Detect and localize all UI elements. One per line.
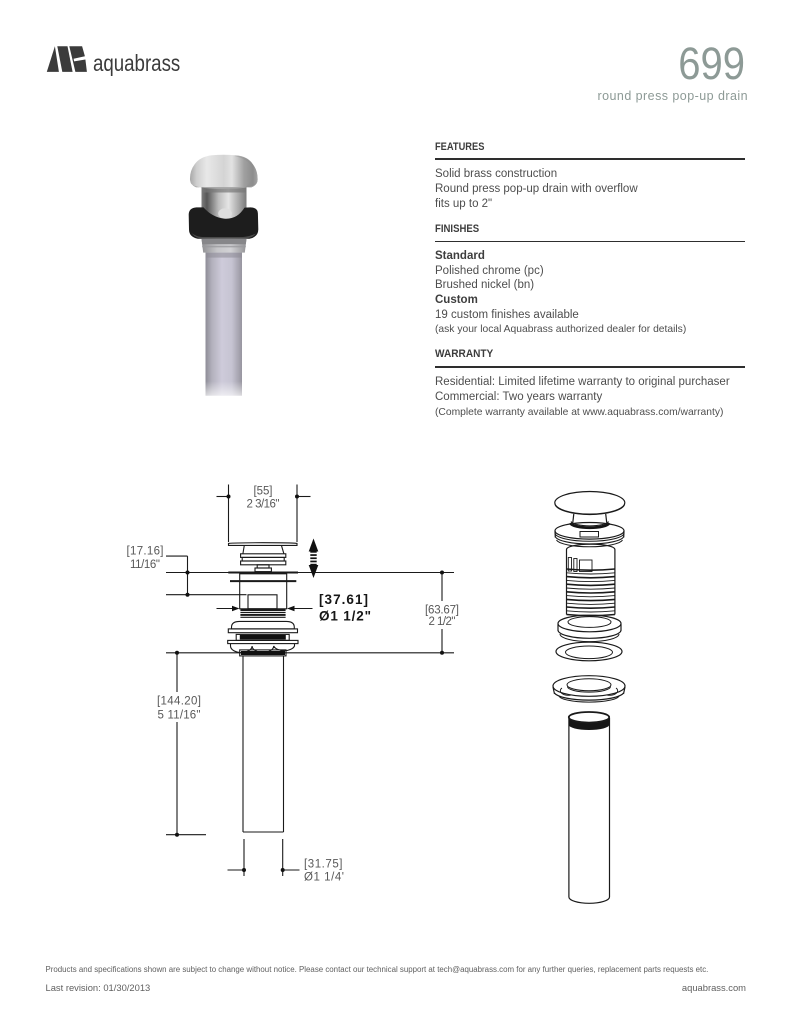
svg-text:[144.20]: [144.20] [157, 696, 201, 708]
svg-text:[17.16]: [17.16] [127, 546, 164, 558]
svg-text:2 3/16": 2 3/16" [247, 499, 280, 511]
svg-text:[37.61]: [37.61] [319, 592, 368, 607]
svg-text:[31.75]: [31.75] [304, 859, 343, 871]
svg-text:Ø1 1/4': Ø1 1/4' [304, 872, 344, 884]
svg-text:5 11/16": 5 11/16" [158, 710, 201, 722]
svg-text:[63.67]: [63.67] [425, 605, 459, 617]
svg-text:11/16": 11/16" [130, 559, 160, 571]
svg-text:2 1/2": 2 1/2" [429, 616, 456, 628]
svg-text:[55]: [55] [254, 486, 273, 498]
svg-text:Ø1 1/2": Ø1 1/2" [319, 609, 371, 624]
